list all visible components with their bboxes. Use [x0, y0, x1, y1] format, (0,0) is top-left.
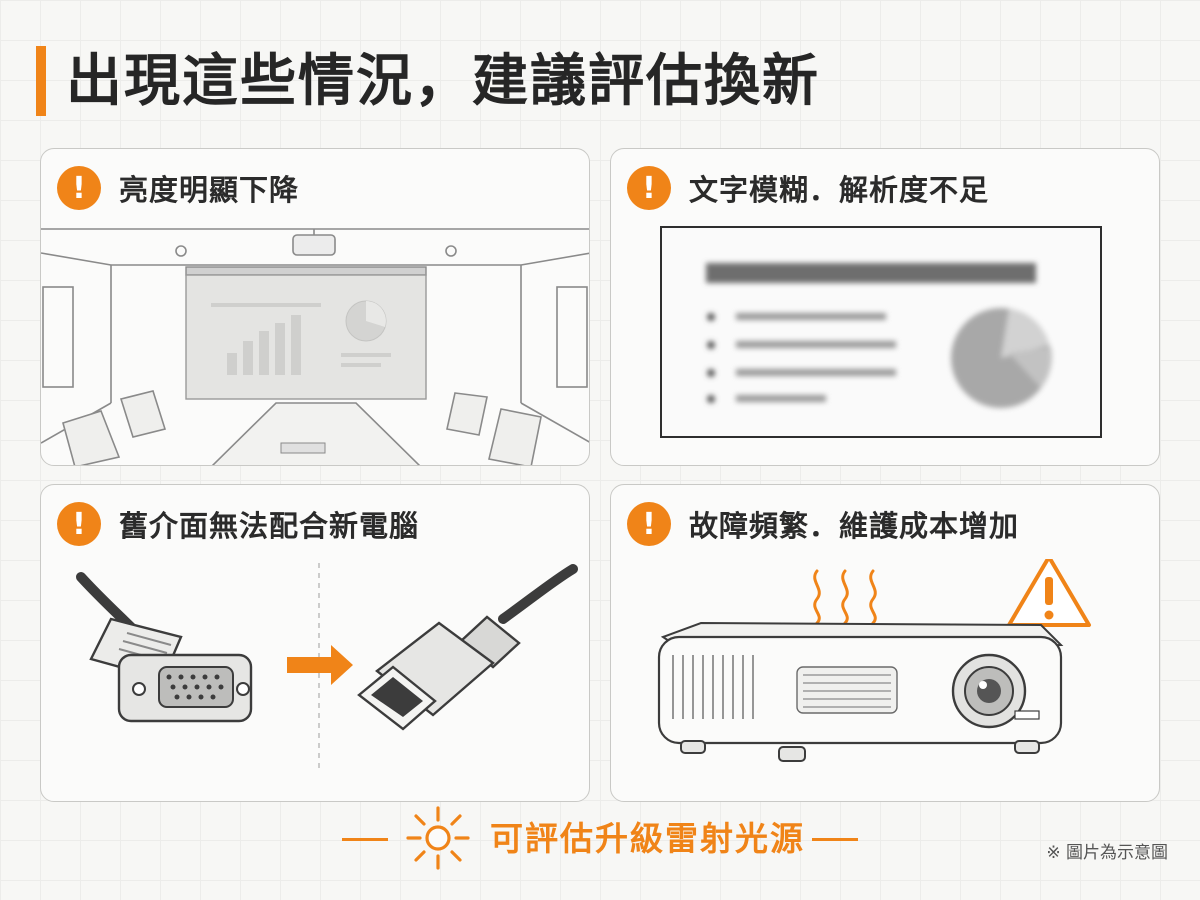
- illustration-disclaimer: ※ 圖片為示意圖: [1046, 843, 1168, 863]
- sun-icon: [406, 806, 470, 870]
- footer-line-left: [342, 838, 388, 841]
- blurry-slide-illustration: [660, 226, 1102, 438]
- card-blurry-resolution: ! 文字模糊．解析度不足: [610, 148, 1160, 466]
- vga-connector-icon: [76, 572, 253, 723]
- card-header: ! 文字模糊．解析度不足: [627, 163, 989, 213]
- card-header: ! 舊介面無法配合新電腦: [57, 499, 419, 549]
- card-title: 故障頻繁．維護成本增加: [689, 509, 1020, 543]
- vga-to-hdmi-illustration: [76, 563, 578, 773]
- page-title: 出現這些情況，建議評估換新: [66, 49, 820, 114]
- hdmi-connector-icon: [357, 564, 578, 731]
- exclamation-circle-icon: !: [627, 502, 671, 546]
- card-header: ! 亮度明顯下降: [57, 163, 299, 213]
- exclamation-circle-icon: !: [57, 502, 101, 546]
- overheating-projector-illustration: [657, 559, 1091, 762]
- exclamation-circle-icon: !: [57, 166, 101, 210]
- arrow-right-icon: [287, 645, 353, 685]
- card-header: ! 故障頻繁．維護成本增加: [627, 499, 1019, 549]
- card-title: 亮度明顯下降: [119, 173, 300, 207]
- card-title: 文字模糊．解析度不足: [689, 173, 990, 207]
- footer-cta: 可評估升級雷射光源: [0, 800, 1200, 880]
- heat-waves-icon: [813, 569, 877, 625]
- meeting-room-illustration: [41, 228, 589, 465]
- exclamation-circle-icon: !: [627, 166, 671, 210]
- card-brightness-drop: ! 亮度明顯下降: [40, 148, 590, 466]
- card-legacy-interface: ! 舊介面無法配合新電腦: [40, 484, 590, 802]
- card-title: 舊介面無法配合新電腦: [119, 509, 420, 543]
- upgrade-laser-cta: 可評估升級雷射光源: [490, 819, 805, 858]
- footer-line-right: [812, 838, 858, 841]
- warning-triangle-icon: [1007, 559, 1091, 627]
- title-accent-bar: [36, 46, 46, 116]
- card-frequent-failures: ! 故障頻繁．維護成本增加: [610, 484, 1160, 802]
